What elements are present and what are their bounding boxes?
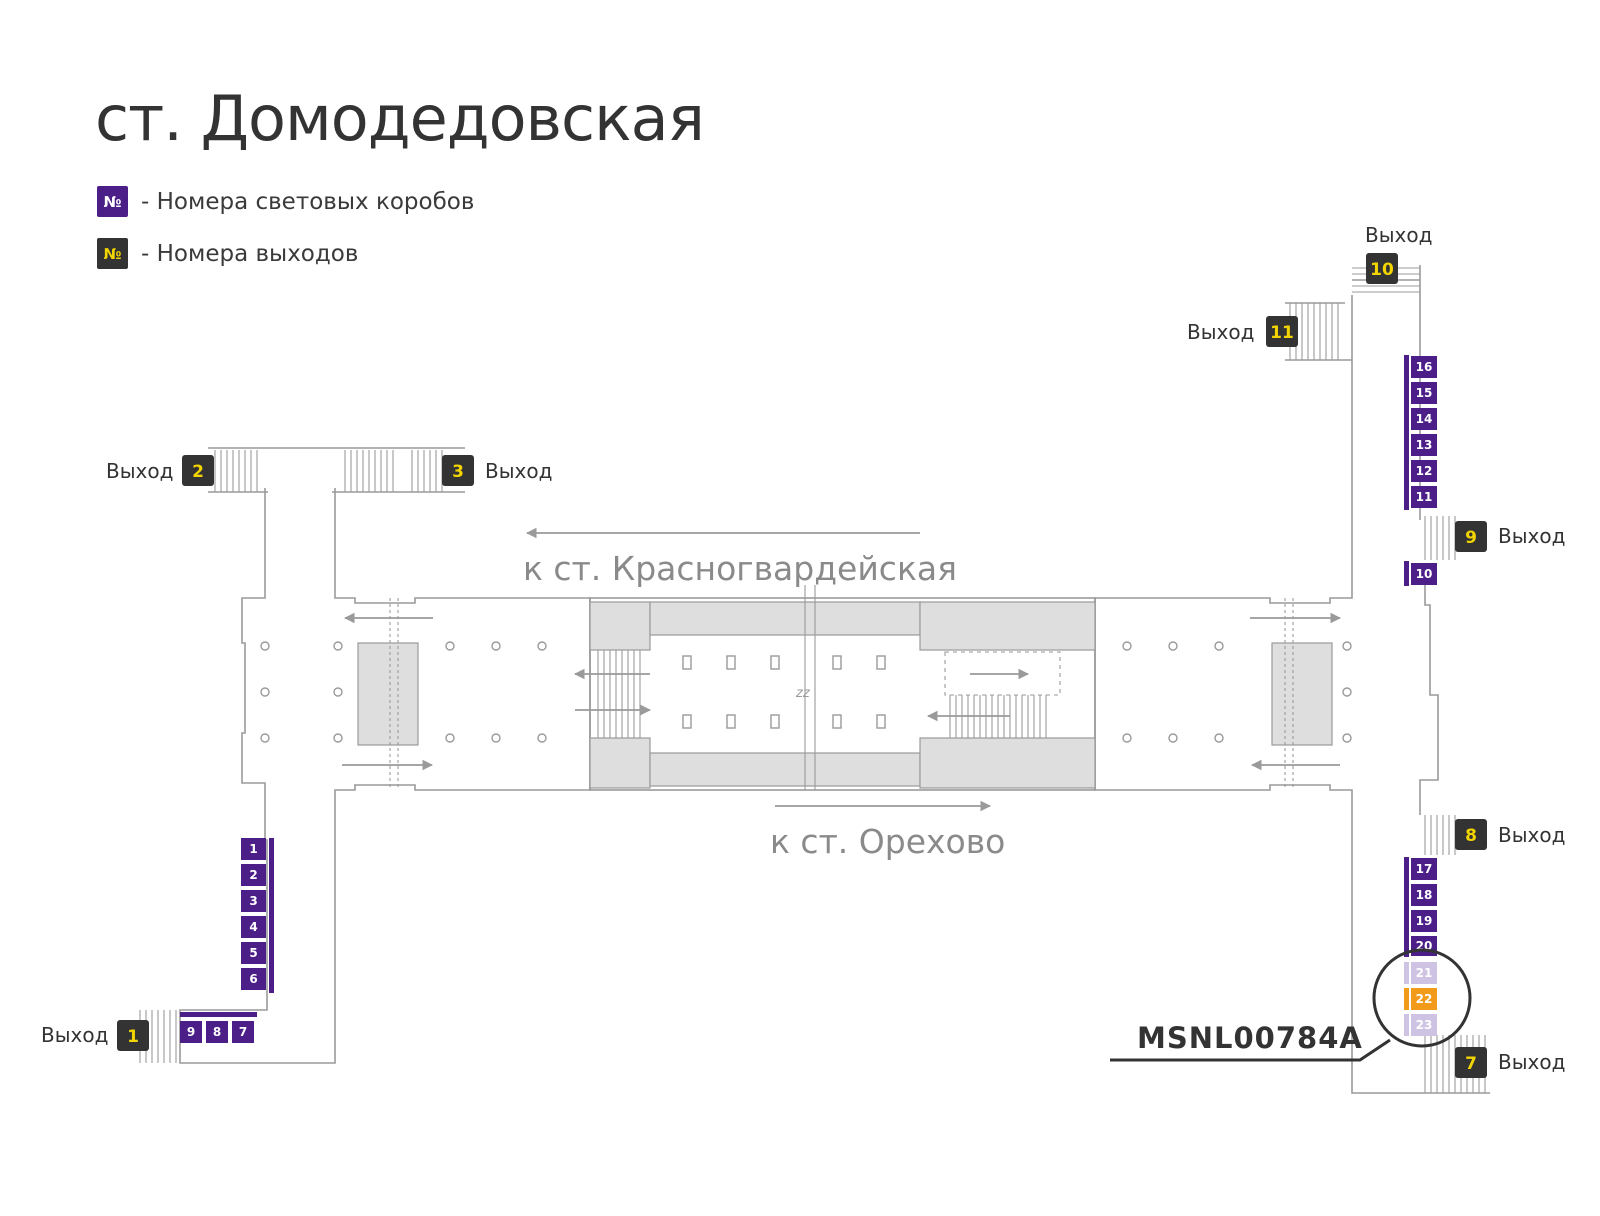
lightbox-6: 6 xyxy=(241,968,266,990)
exit-badge-8: 8 xyxy=(1455,819,1487,850)
lightbox-5: 5 xyxy=(241,942,266,964)
lightboxes-left: 1 2 3 4 5 6 xyxy=(241,838,266,990)
svg-text:2: 2 xyxy=(249,868,257,882)
svg-text:22: 22 xyxy=(1416,992,1433,1006)
highlight-code-label: MSNL00784A xyxy=(1137,1021,1363,1055)
lightbox-4: 4 xyxy=(241,916,266,938)
legend-lightbox-label: - Номера световых коробов xyxy=(141,188,475,215)
lightbox-11: 11 xyxy=(1411,486,1437,508)
exit-10-word: Выход xyxy=(1365,223,1432,247)
lightbox-12: 12 xyxy=(1411,460,1437,482)
svg-text:19: 19 xyxy=(1416,914,1433,928)
legend-exit: № - Номера выходов xyxy=(97,238,358,269)
svg-text:12: 12 xyxy=(1416,464,1433,478)
svg-text:9: 9 xyxy=(187,1025,195,1039)
svg-text:1: 1 xyxy=(249,842,257,856)
flow-arrows xyxy=(342,527,1342,812)
svg-text:23: 23 xyxy=(1416,1018,1433,1032)
lightbox-16: 16 xyxy=(1411,356,1437,378)
lightbox-9: 9 xyxy=(180,1021,202,1043)
svg-text:9: 9 xyxy=(1465,528,1477,548)
callout-leader-line xyxy=(1110,1038,1391,1062)
svg-text:3: 3 xyxy=(249,894,257,908)
exit-badge-11: 11 xyxy=(1266,316,1298,347)
lightbox-7: 7 xyxy=(232,1021,254,1043)
svg-text:11: 11 xyxy=(1416,490,1433,504)
svg-text:1: 1 xyxy=(127,1027,139,1047)
legend-lightbox: № - Номера световых коробов xyxy=(97,186,474,217)
direction-lower-label: к ст. Орехово xyxy=(770,822,1005,861)
exit-badge-9: 9 xyxy=(1455,521,1487,552)
svg-text:2: 2 xyxy=(192,462,204,482)
track-break-mark: zz xyxy=(795,686,811,701)
legend-exit-swatch: № xyxy=(97,238,128,269)
svg-text:13: 13 xyxy=(1416,438,1433,452)
direction-upper-label: к ст. Красногвардейская xyxy=(523,549,957,588)
exit-11-word: Выход xyxy=(1187,320,1254,344)
exit-badge-1: 1 xyxy=(117,1020,149,1051)
station-title: ст. Домодедовская xyxy=(95,82,705,155)
highlight-circle xyxy=(1372,948,1472,1048)
lightbox-23-faded: 23 xyxy=(1404,1014,1437,1036)
exit-2-word: Выход xyxy=(106,459,173,483)
lightbox-14: 14 xyxy=(1411,408,1437,430)
svg-text:15: 15 xyxy=(1416,386,1433,400)
lightbox-3: 3 xyxy=(241,890,266,912)
legend-lightbox-swatch: № xyxy=(97,186,128,217)
legend-exit-label: - Номера выходов xyxy=(141,240,359,267)
lightbox-21-faded: 21 xyxy=(1404,962,1437,984)
svg-text:4: 4 xyxy=(249,920,257,934)
svg-text:8: 8 xyxy=(1465,826,1477,846)
lightbox-17: 17 xyxy=(1411,858,1437,880)
svg-text:10: 10 xyxy=(1416,567,1433,581)
svg-text:7: 7 xyxy=(239,1025,247,1039)
exit-9-word: Выход xyxy=(1498,524,1565,548)
exit-8-word: Выход xyxy=(1498,823,1565,847)
exit-badge-7: 7 xyxy=(1455,1047,1487,1078)
exit-badge-10: 10 xyxy=(1366,253,1398,284)
platform-blocks xyxy=(357,601,1333,789)
exit-badges: 2 3 1 10 11 9 8 7 xyxy=(117,253,1487,1078)
lightboxes-right-bottom: 17 18 19 20 21 22 23 xyxy=(1404,858,1437,1036)
lightbox-8: 8 xyxy=(206,1021,228,1043)
lightbox-20: 20 xyxy=(1411,936,1437,956)
svg-text:3: 3 xyxy=(452,462,464,482)
lightboxes-right-top: 16 15 14 13 12 11 10 xyxy=(1411,356,1437,585)
svg-text:21: 21 xyxy=(1416,966,1433,980)
exit-badge-3: 3 xyxy=(442,455,474,486)
columns xyxy=(260,641,1352,743)
svg-text:10: 10 xyxy=(1370,260,1394,280)
lightbox-18: 18 xyxy=(1411,884,1437,906)
svg-text:14: 14 xyxy=(1416,412,1433,426)
svg-text:6: 6 xyxy=(249,972,257,986)
lightbox-10: 10 xyxy=(1411,563,1437,585)
highlight-callout: MSNL00784A xyxy=(1110,948,1472,1062)
lightbox-1: 1 xyxy=(241,838,266,860)
svg-text:17: 17 xyxy=(1416,862,1433,876)
lightboxes-bottom: 9 8 7 xyxy=(180,1021,254,1043)
station-walls xyxy=(179,265,1490,1094)
svg-text:16: 16 xyxy=(1416,360,1433,374)
lightbox-strips xyxy=(180,355,1409,1017)
exit-7-word: Выход xyxy=(1498,1050,1565,1074)
svg-text:11: 11 xyxy=(1270,323,1294,343)
lightbox-2: 2 xyxy=(241,864,266,886)
svg-text:5: 5 xyxy=(249,946,257,960)
exit-badge-2: 2 xyxy=(182,455,214,486)
svg-text:18: 18 xyxy=(1416,888,1433,902)
lightbox-19: 19 xyxy=(1411,910,1437,932)
svg-text:7: 7 xyxy=(1465,1054,1477,1074)
exit-3-word: Выход xyxy=(485,459,552,483)
exit-1-word: Выход xyxy=(41,1023,108,1047)
lightbox-15: 15 xyxy=(1411,382,1437,404)
lightbox-22-highlighted: 22 xyxy=(1404,988,1437,1010)
lightbox-13: 13 xyxy=(1411,434,1437,456)
svg-text:8: 8 xyxy=(213,1025,221,1039)
